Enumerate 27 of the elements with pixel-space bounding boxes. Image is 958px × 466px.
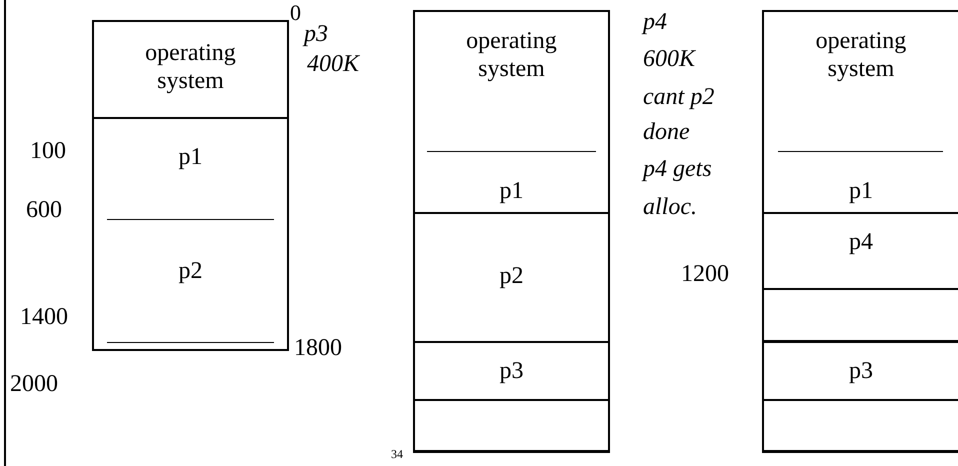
segment-label: p1 [498,177,524,205]
annotation-text: p3 [304,20,328,48]
address-label: 0 [290,0,301,26]
annotation-text: 600K [643,45,696,73]
segment-label: p3 [498,357,524,385]
address-label: 600 [26,196,62,224]
address-label: 100 [30,137,66,165]
segment-label: p1 [848,177,874,205]
annotation-text: p4 [643,8,667,36]
address-label: 1200 [681,260,729,288]
annotation-text: done [643,118,690,146]
segment-label: operating system [465,27,558,83]
segment-label: operating system [144,39,237,95]
address-label: 2000 [10,370,58,398]
address-label: 1800 [294,334,342,362]
segment-label: p2 [178,257,204,285]
segment-label: p2 [498,262,524,290]
annotation-text: alloc. [643,193,697,221]
segment-label: p4 [848,228,874,256]
annotation-text: 400K [307,50,360,78]
page-number: 34 [391,446,403,462]
segment-label: p1 [178,143,204,171]
annotation-text: p4 gets [643,155,712,183]
segment-label: p3 [848,357,874,385]
segment-label: operating system [814,27,908,83]
annotation-text: cant p2 [643,83,714,111]
address-label: 1400 [20,303,68,331]
